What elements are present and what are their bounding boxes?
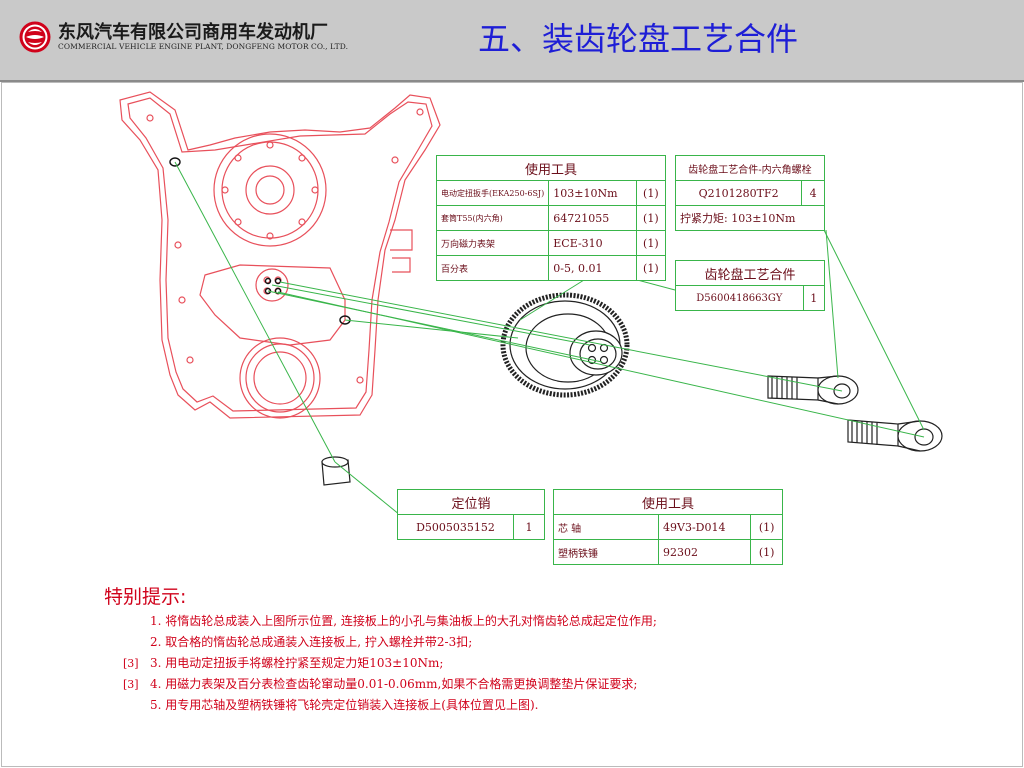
tool-spec: ECE-310	[548, 230, 637, 256]
locating-holes	[169, 157, 351, 325]
idler-gear-drawing	[500, 292, 630, 398]
bolt-torque: 拧紧力矩: 103±10Nm	[675, 205, 825, 231]
tool-spec: 49V3-D014	[657, 514, 752, 540]
table-row: 芯 轴 49V3-D014 (1)	[553, 514, 783, 540]
table-row: D5005035152 1	[397, 514, 545, 540]
tool-name: 塑柄铁锤	[553, 539, 659, 565]
tool-spec: 0-5, 0.01	[548, 255, 637, 281]
notes-title: 特别提示:	[104, 586, 187, 608]
table-row: 拧紧力矩: 103±10Nm	[675, 205, 825, 231]
table-row: D5600418663GY 1	[675, 285, 826, 311]
header-bar: 东风汽车有限公司商用车发动机厂 COMMERCIAL VEHICLE ENGIN…	[0, 0, 1024, 82]
table-row: Q2101280TF2 4	[674, 180, 825, 206]
table-row: 百分表 0-5, 0.01 (1)	[435, 255, 667, 281]
table-row: 万向磁力表架 ECE-310 (1)	[435, 230, 667, 256]
dowel-table: 定位销 D5005035152 1	[397, 489, 545, 540]
bolt-table: 齿轮盘工艺合件-内六角螺栓 Q2101280TF2 4 拧紧力矩: 103±10…	[674, 155, 825, 231]
dowel-title: 定位销	[397, 489, 545, 515]
company-name-en: COMMERCIAL VEHICLE ENGINE PLANT, DONGFEN…	[58, 42, 349, 51]
tool-name: 万向磁力表架	[435, 230, 550, 256]
note-line: [3] 4. 用磁力表架及百分表检查齿轮窜动量0.01-0.06mm,如果不合格…	[104, 674, 657, 695]
housing-plate-drawing	[119, 91, 441, 419]
tools-table-top-title: 使用工具	[436, 155, 666, 181]
special-notes: 特别提示: 1. 将惰齿轮总成装入上图所示位置, 连接板上的小孔与集油板上的大孔…	[104, 582, 657, 716]
note-text: 4. 用磁力表架及百分表检查齿轮窜动量0.01-0.06mm,如果不合格需更换调…	[150, 677, 638, 691]
gear-assembly-title: 齿轮盘工艺合件	[675, 260, 825, 286]
tool-name: 芯 轴	[553, 514, 659, 540]
tool-spec: 92302	[657, 539, 752, 565]
tool-spec: 64721055	[548, 205, 637, 231]
table-row: 套筒T55(内六角) 64721055 (1)	[435, 205, 667, 231]
bolt-table-title: 齿轮盘工艺合件-内六角螺栓	[675, 155, 825, 181]
tool-name: 电动定扭扳手(EKA250-6SJ)	[435, 180, 550, 206]
tool-name: 百分表	[435, 255, 550, 281]
note-mark: [3]	[123, 678, 139, 691]
note-text: 5. 用专用芯轴及塑柄铁锤将飞轮壳定位销装入连接板上(具体位置见上图).	[150, 698, 539, 712]
tools-table-top: 使用工具 电动定扭扳手(EKA250-6SJ) 103±10Nm (1) 套筒T…	[435, 155, 667, 281]
tool-qty: (1)	[635, 205, 667, 231]
socket-bolt-lower	[847, 419, 943, 452]
gear-assembly-part-no: D5600418663GY	[675, 285, 804, 311]
bolt-part-no: Q2101280TF2	[674, 180, 803, 206]
note-text: 1. 将惰齿轮总成装入上图所示位置, 连接板上的小孔与集油板上的大孔对惰齿轮总成…	[150, 614, 657, 628]
dowel-qty: 1	[513, 514, 545, 540]
page-title: 五、装齿轮盘工艺合件	[478, 20, 799, 58]
note-text: 3. 用电动定扭扳手将螺栓拧紧至规定力矩103±10Nm;	[150, 656, 444, 670]
note-mark: [3]	[123, 657, 139, 670]
tool-name: 套筒T55(内六角)	[435, 205, 550, 231]
tools-table-bottom: 使用工具 芯 轴 49V3-D014 (1) 塑柄铁锤 92302 (1)	[553, 489, 783, 565]
company-name-cn: 东风汽车有限公司商用车发动机厂	[58, 22, 328, 43]
table-row: 塑柄铁锤 92302 (1)	[553, 539, 783, 565]
gear-assembly-table: 齿轮盘工艺合件 D5600418663GY 1	[675, 260, 826, 311]
tool-qty: (1)	[635, 255, 667, 281]
bolt-qty: 4	[801, 180, 825, 206]
table-row: 电动定扭扳手(EKA250-6SJ) 103±10Nm (1)	[435, 180, 667, 206]
socket-bolt-upper	[767, 375, 859, 405]
dowel-part-no: D5005035152	[397, 514, 514, 540]
note-line: 2. 取合格的惰齿轮总成通装入连接板上, 拧入螺栓并带2-3扣;	[104, 632, 657, 653]
tool-spec: 103±10Nm	[548, 180, 637, 206]
slide-frame	[1, 82, 1023, 767]
note-text: 2. 取合格的惰齿轮总成通装入连接板上, 拧入螺栓并带2-3扣;	[150, 635, 473, 649]
tool-qty: (1)	[635, 180, 667, 206]
tools-table-bottom-title: 使用工具	[553, 489, 783, 515]
note-line: [3] 3. 用电动定扭扳手将螺栓拧紧至规定力矩103±10Nm;	[104, 653, 657, 674]
note-line: 5. 用专用芯轴及塑柄铁锤将飞轮壳定位销装入连接板上(具体位置见上图).	[104, 695, 657, 716]
gear-assembly-qty: 1	[802, 285, 826, 311]
dongfeng-logo-icon	[19, 21, 51, 53]
tool-qty: (1)	[750, 539, 783, 565]
note-line: 1. 将惰齿轮总成装入上图所示位置, 连接板上的小孔与集油板上的大孔对惰齿轮总成…	[104, 611, 657, 632]
tool-qty: (1)	[750, 514, 783, 540]
tool-qty: (1)	[635, 230, 667, 256]
